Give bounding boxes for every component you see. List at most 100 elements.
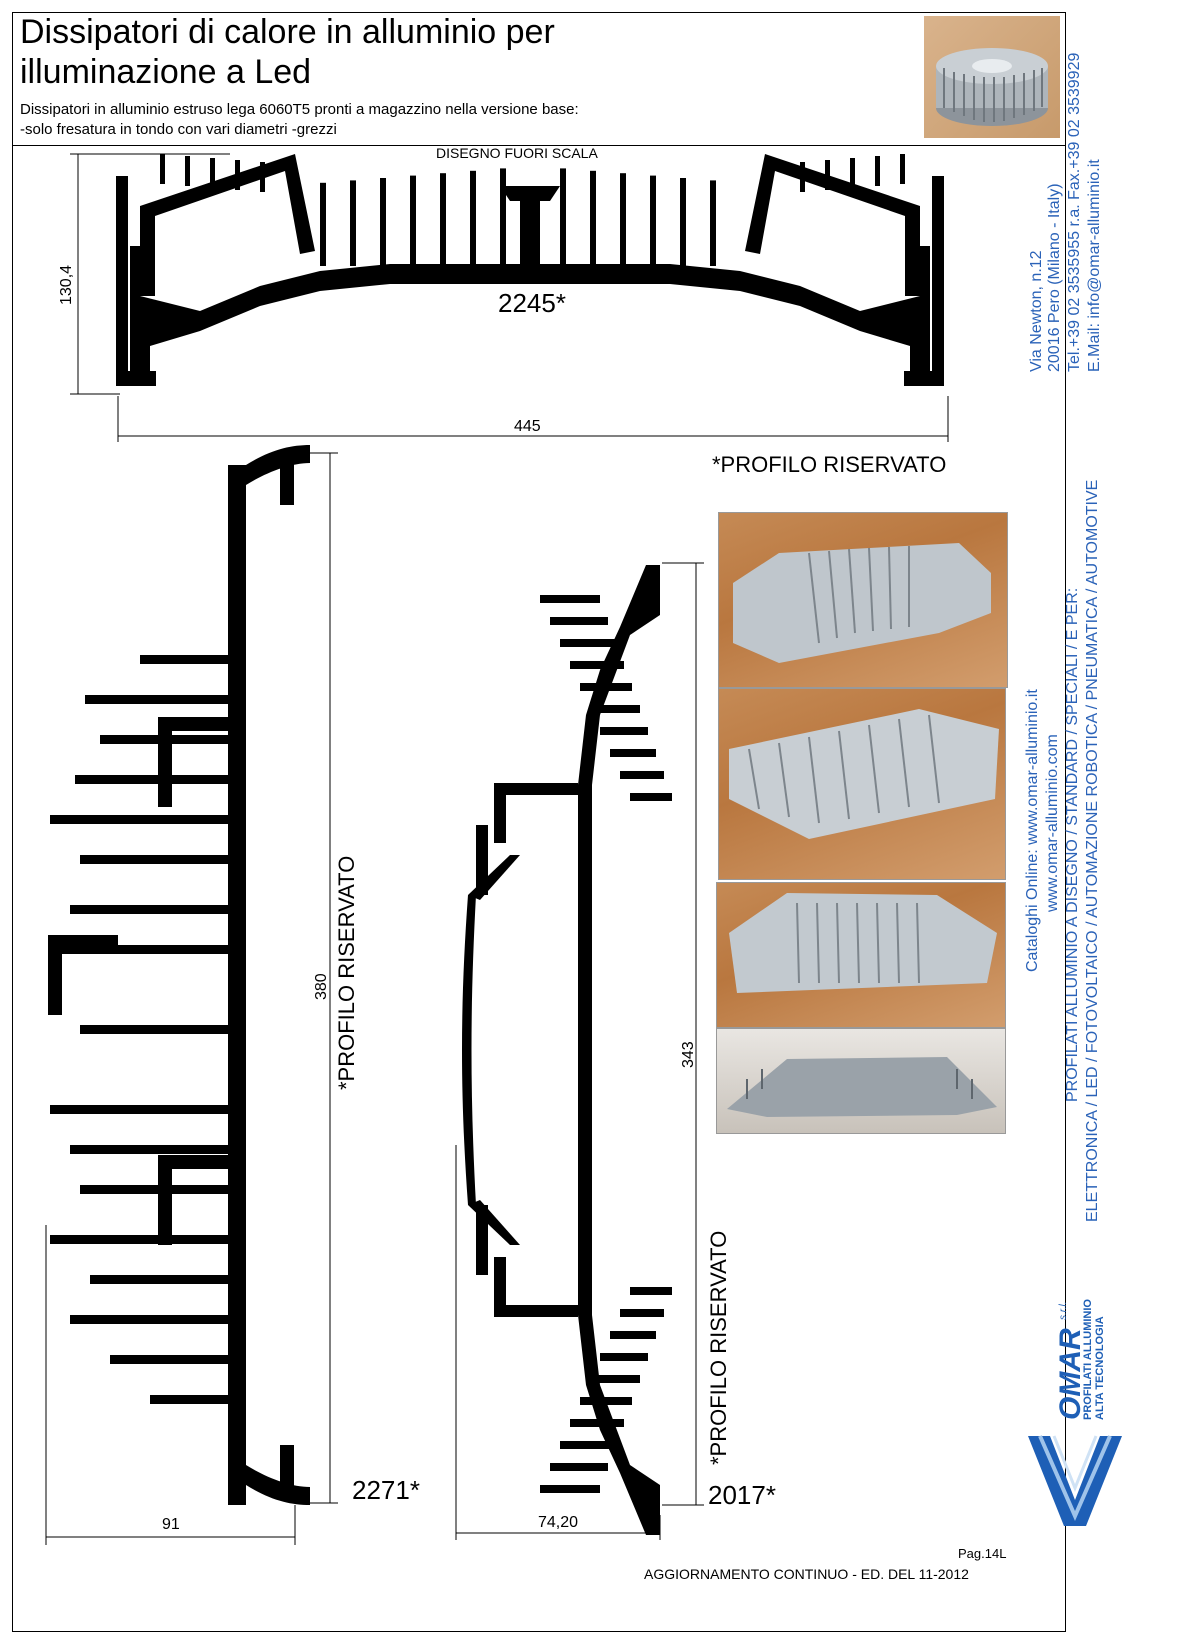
fin [410,175,416,266]
update-note: AGGIORNAMENTO CONTINUO - ED. DEL 11-2012 [644,1566,969,1582]
fin [440,173,446,266]
dim-width-74: 74,20 [538,1514,579,1531]
fin [630,793,672,801]
profile-2017-drawing [455,562,704,1540]
sidebar-phone: Tel.+39 02 3535955 r.a. Fax.+39 02 35399… [1066,52,1083,372]
page-title: Dissipatori di calore in alluminio per i… [20,12,780,92]
fin [570,661,624,669]
dim-height-380: 380 [313,973,330,1000]
sidebar-email: E.Mail: info@omar-alluminio.it [1086,159,1103,372]
fin [80,1025,228,1034]
scale-note: DISEGNO FUORI SCALA [436,145,598,161]
fin [100,735,228,744]
fin [70,905,228,914]
product-photo-1 [718,512,1008,688]
fin [260,162,265,192]
fin [540,595,600,603]
fin [140,655,228,664]
dim-height-343: 343 [680,1041,697,1068]
mid-fins [540,595,672,1493]
fin [600,1353,648,1361]
fin [85,695,228,704]
fin [160,154,165,184]
fin [540,1485,600,1493]
dim-width-445: 445 [514,418,541,435]
fin [850,158,855,188]
logo-srl: s.r.l. [1058,1301,1069,1320]
omar-logo: OMAR s.r.l. PROFILATI ALLUMINIO ALTA TEC… [1020,1290,1130,1530]
fin [550,1463,608,1471]
fin [620,1309,664,1317]
fin [570,1419,624,1427]
fin [80,855,228,864]
reserved-note-mid: *PROFILO RISERVATO [706,1230,731,1465]
fin [560,168,566,266]
profile-code-2017: 2017* [708,1480,776,1510]
profile-code-2245: 2245* [498,288,566,318]
header-box [12,12,1066,146]
product-photo-4 [716,1028,1006,1134]
fin [875,156,880,186]
profile-2245-drawing [70,153,949,442]
fin [800,162,805,192]
product-photo-2 [718,688,1006,880]
fin [620,173,626,266]
fin [75,775,228,784]
fin [610,1331,656,1339]
sidebar-address-line2: 20016 Pero (Milano - Italy) [1046,183,1063,372]
title-line-1: Dissipatori di calore in alluminio per [20,13,555,51]
product-photo-3 [716,882,1006,1028]
fin [650,175,656,266]
fin [580,683,632,691]
fin [580,1397,632,1405]
fin [470,170,476,266]
round-heatsink-photo [924,16,1060,138]
fin [550,617,608,625]
fin [560,1441,616,1449]
fin [610,749,656,757]
reserved-note-top: *PROFILO RISERVATO [712,452,947,477]
desc-line-2: -solo fresatura in tondo con vari diamet… [20,121,337,138]
sidebar-catalog-link[interactable]: Cataloghi Online: www.omar-alluminio.it [1024,689,1041,972]
fin [80,1185,228,1194]
fin [630,1287,672,1295]
page-number: Pag.14L [958,1546,1007,1561]
fin [110,1355,228,1364]
sidebar-website-link[interactable]: www.omar-alluminio.com [1044,734,1061,912]
fin [620,771,664,779]
fin [710,180,716,266]
top-fins [160,154,905,266]
fin [70,1315,228,1324]
logo-tagline-2: ALTA TECNOLOGIA [1094,1316,1106,1420]
fin [350,180,356,266]
profile-2271-drawing [45,445,338,1545]
fin [50,1105,228,1114]
fin [150,1395,228,1404]
page-frame [12,12,1066,1632]
fin [590,1375,640,1383]
dim-height-130: 130,4 [58,264,75,305]
desc-line-1: Dissipatori in alluminio estruso lega 60… [20,101,579,118]
logo-tagline-1: PROFILATI ALLUMINIO [1082,1299,1094,1420]
fin [600,727,648,735]
fin [825,160,830,190]
fin [320,182,326,266]
fin [50,945,228,954]
fin [70,1145,228,1154]
sidebar-sectors-line2: ELETTRONICA / LED / FOTOVOLTAICO / AUTOM… [1084,479,1101,1222]
dim-width-91: 91 [162,1516,180,1533]
fin [380,178,386,266]
profile-code-2271: 2271* [352,1475,420,1505]
sidebar-sectors-line1: PROFILATI ALLUMINIO A DISEGNO / STANDARD… [1064,587,1081,1102]
fin [590,170,596,266]
fin [210,158,215,188]
fin [235,160,240,190]
fin [680,178,686,266]
title-line-2: illuminazione a Led [20,53,312,91]
fin [560,639,616,647]
fin [590,705,640,713]
fin [185,156,190,186]
sidebar-address-line1: Via Newton, n.12 [1028,250,1045,372]
logo-mark-icon [1028,1435,1122,1526]
fin [500,168,506,266]
